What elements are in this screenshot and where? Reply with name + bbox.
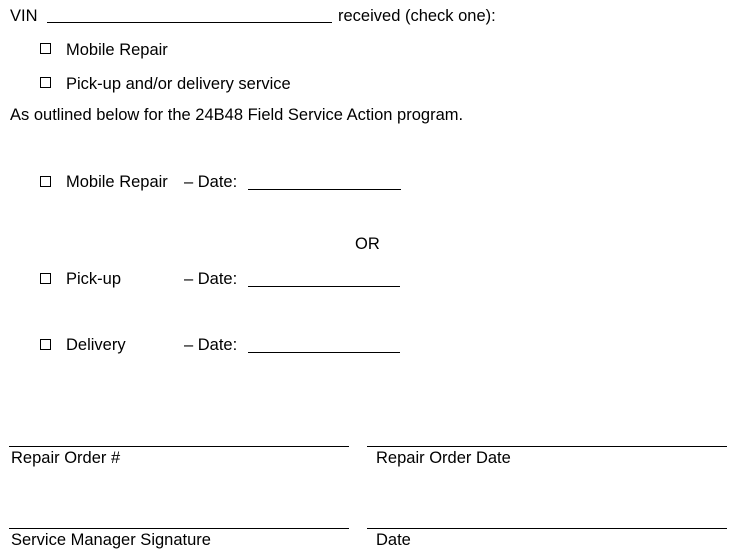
mobile-repair-option-label: Mobile Repair — [66, 41, 168, 59]
delivery-date-label: – Date: — [184, 336, 238, 354]
repair-order-date-label: Repair Order Date — [376, 449, 511, 467]
vin-label: VIN — [10, 7, 38, 25]
vin-input-line[interactable] — [47, 22, 332, 23]
pickup-delivery-checkbox[interactable] — [40, 77, 51, 88]
mobile-repair-date-field[interactable] — [248, 189, 401, 190]
signature-date-label: Date — [376, 531, 411, 549]
mobile-repair-checkbox[interactable] — [40, 43, 51, 54]
signature-date-field[interactable] — [367, 528, 727, 529]
mobile-repair-date-checkbox[interactable] — [40, 176, 51, 187]
pickup-date-label: – Date: — [184, 270, 238, 288]
vin-received-label: received (check one): — [338, 7, 496, 25]
or-separator: OR — [355, 235, 380, 253]
repair-order-number-label: Repair Order # — [11, 449, 121, 467]
pickup-delivery-option-label: Pick-up and/or delivery service — [66, 75, 291, 93]
pickup-date-checkbox[interactable] — [40, 273, 51, 284]
pickup-option-label: Pick-up — [66, 270, 122, 288]
service-manager-signature-label: Service Manager Signature — [11, 531, 211, 549]
delivery-date-checkbox[interactable] — [40, 339, 51, 350]
program-statement: As outlined below for the 24B48 Field Se… — [10, 106, 464, 124]
repair-order-number-field[interactable] — [9, 446, 349, 447]
mobile-repair-date-label: – Date: — [184, 173, 238, 191]
service-manager-signature-field[interactable] — [9, 528, 349, 529]
mobile-repair-date-option-label: Mobile Repair — [66, 173, 168, 191]
delivery-date-field[interactable] — [248, 352, 400, 353]
delivery-option-label: Delivery — [66, 336, 126, 354]
repair-order-date-field[interactable] — [367, 446, 727, 447]
pickup-date-field[interactable] — [248, 286, 400, 287]
